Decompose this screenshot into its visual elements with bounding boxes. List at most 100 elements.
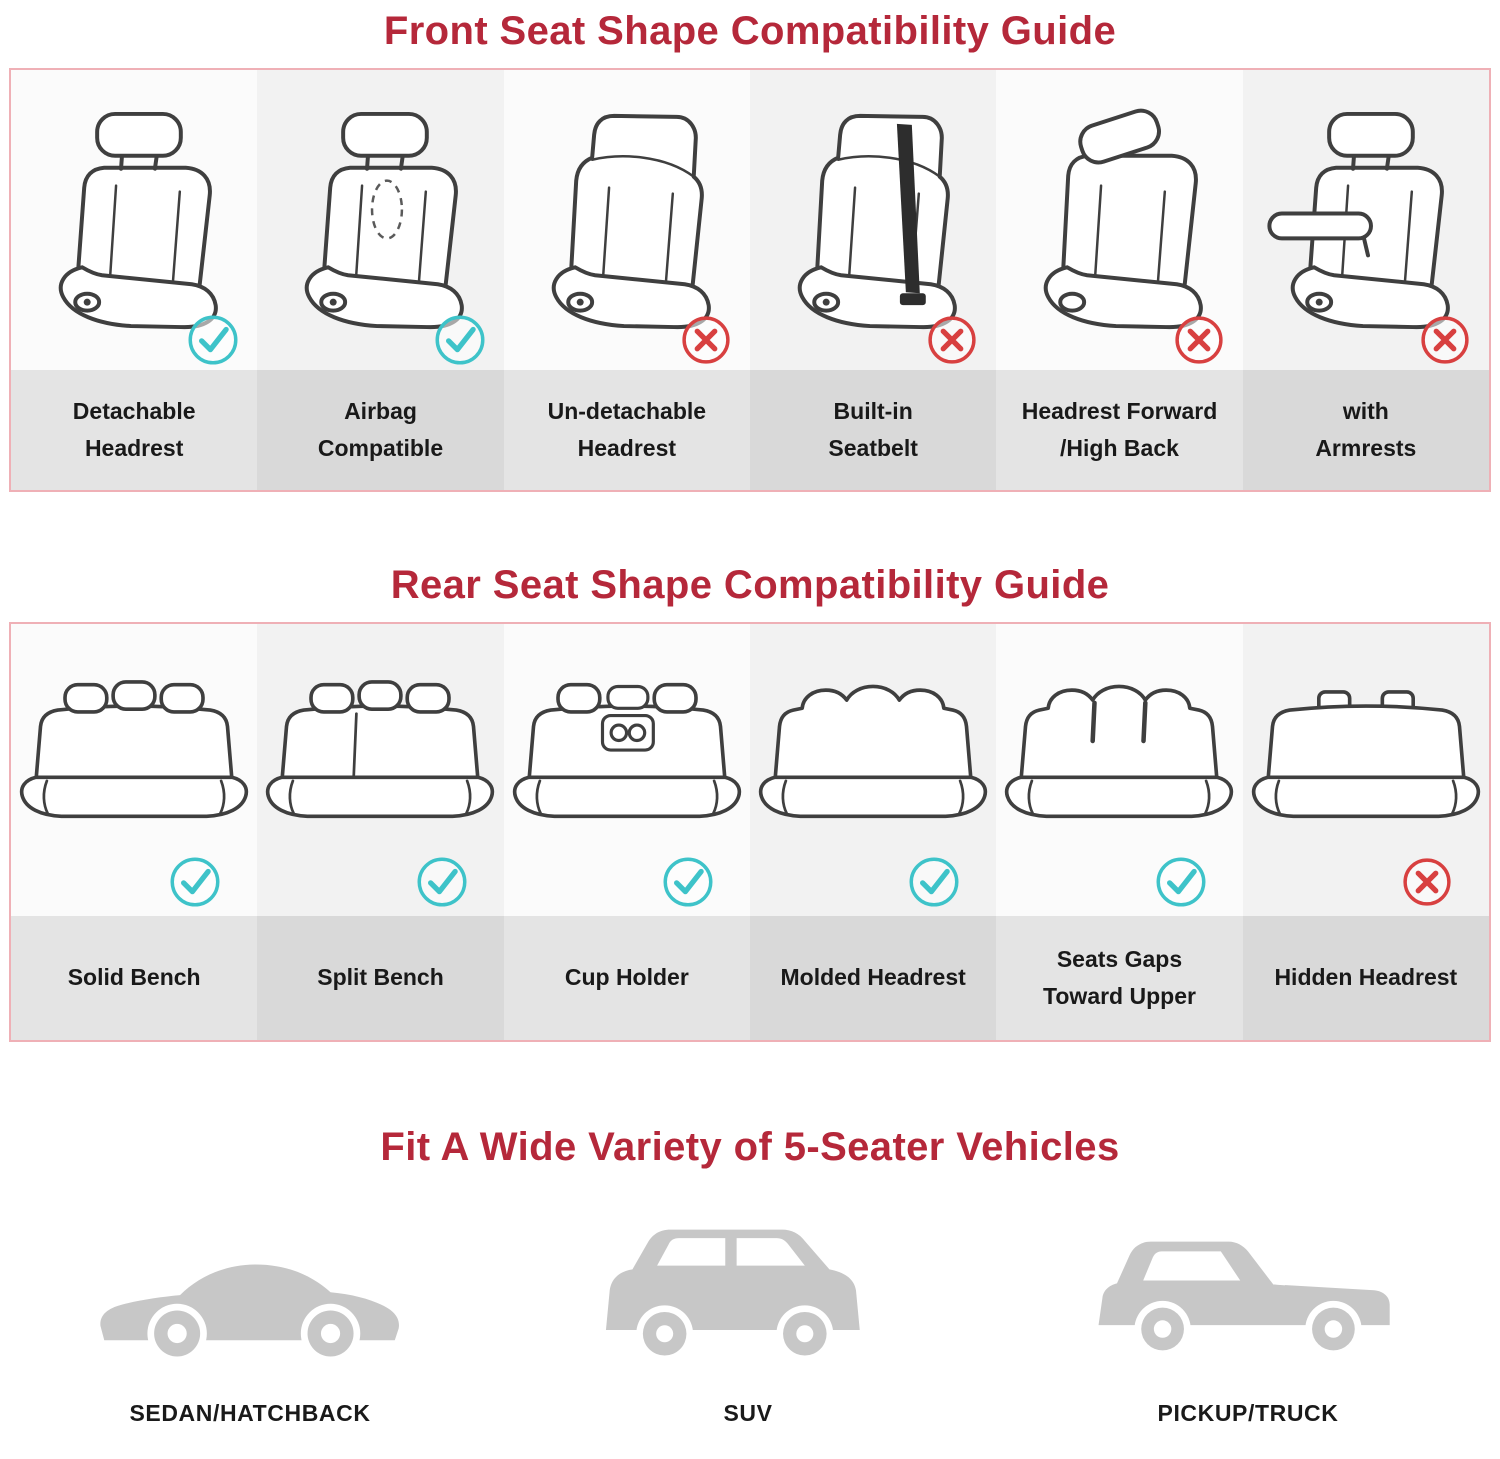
front-seat-image-cell	[1242, 70, 1489, 370]
check-icon	[432, 312, 488, 368]
sedan-silhouette-icon	[87, 1226, 413, 1370]
vehicles-title: Fit A Wide Variety of 5-Seater Vehicles	[380, 1125, 1120, 1169]
seat-airbag-compatible-icon	[274, 98, 486, 342]
bench-molded-headrest-icon	[755, 673, 991, 867]
label-line-1: Hidden Headrest	[1274, 964, 1458, 991]
status-icon	[432, 312, 488, 368]
check-icon	[167, 854, 223, 910]
vehicle-suv: SUV	[587, 1218, 909, 1427]
front-col-headrest-forward: Headrest Forward /High Back	[996, 70, 1243, 490]
status-icon	[678, 312, 734, 368]
status-icon	[924, 312, 980, 368]
cross-icon	[1399, 854, 1455, 910]
rear-col-split-bench: Split Bench	[257, 624, 504, 1040]
front-guide-panel: Detachable Headrest Airbag Compatible	[9, 68, 1491, 492]
rear-guide-panel: Solid Bench Split Bench	[9, 622, 1491, 1042]
status-icon	[167, 854, 223, 910]
label-line-1: Cup Holder	[564, 964, 689, 991]
rear-col-seat-gaps: Seats Gaps Toward Upper	[996, 624, 1243, 1040]
label-line-2: /High Back	[1060, 435, 1179, 461]
label-line-2: Compatible	[317, 435, 444, 461]
rear-guide-title: Rear Seat Shape Compatibility Guide	[390, 563, 1110, 607]
seat-type-label: Seats Gaps Toward Upper	[996, 916, 1243, 1040]
status-icon	[660, 854, 716, 910]
seat-with-armrests-icon	[1260, 98, 1472, 342]
front-col-detachable-headrest: Detachable Headrest	[11, 70, 258, 490]
rear-seat-image-cell	[257, 624, 504, 916]
label-line-2: Armrests	[1315, 435, 1417, 461]
check-icon	[185, 312, 241, 368]
seat-type-label: Built-in Seatbelt	[749, 370, 997, 490]
front-seat-image-cell	[996, 70, 1243, 370]
vehicle-row: SEDAN/HATCHBACK SUV PICKUP/TRUCK	[0, 1218, 1500, 1427]
cross-icon	[924, 312, 980, 368]
rear-col-hidden-headrest: Hidden Headrest	[1242, 624, 1489, 1040]
label-line-1: Seats Gaps	[1056, 945, 1183, 972]
bench-cup-holder-icon	[509, 673, 745, 867]
seat-type-label: Molded Headrest	[749, 916, 997, 1040]
status-icon	[1153, 854, 1209, 910]
status-icon	[185, 312, 241, 368]
rear-col-molded-headrest: Molded Headrest	[749, 624, 997, 1040]
label-line-1: Un-detachable	[547, 397, 707, 424]
seat-type-label: Hidden Headrest	[1242, 916, 1489, 1040]
vehicle-pickup: PICKUP/TRUCK	[1083, 1224, 1413, 1427]
label-line-1: with	[1342, 397, 1389, 424]
rear-col-cup-holder: Cup Holder	[503, 624, 750, 1040]
seat-type-label: Split Bench	[257, 916, 504, 1040]
vehicle-label: SUV	[723, 1400, 773, 1426]
seat-detachable-headrest-icon	[28, 98, 240, 342]
seat-type-label: Un-detachable Headrest	[503, 370, 750, 490]
rear-seat-image-cell	[1242, 624, 1489, 916]
front-seat-image-cell	[11, 70, 258, 370]
front-col-undetachable-headrest: Un-detachable Headrest	[503, 70, 750, 490]
label-line-1: Built-in	[833, 397, 913, 424]
front-col-builtin-seatbelt: Built-in Seatbelt	[749, 70, 997, 490]
cross-icon	[1417, 312, 1473, 368]
seat-headrest-forward-icon	[1013, 98, 1225, 342]
label-line-1: Airbag	[344, 397, 417, 424]
check-icon	[414, 854, 470, 910]
label-line-2: Seatbelt	[828, 435, 918, 461]
status-icon	[414, 854, 470, 910]
bench-seat-gaps-icon	[1001, 673, 1237, 867]
label-line-2: Headrest	[577, 435, 677, 461]
rear-seat-image-cell	[996, 624, 1243, 916]
vehicle-label: PICKUP/TRUCK	[1157, 1400, 1339, 1426]
status-icon	[1171, 312, 1227, 368]
label-line-1: Split Bench	[317, 964, 444, 991]
bench-split-icon	[262, 673, 498, 867]
seat-type-label: Headrest Forward /High Back	[996, 370, 1243, 490]
pickup-silhouette-icon	[1083, 1224, 1413, 1370]
seat-type-label: Detachable Headrest	[11, 370, 258, 490]
front-col-with-armrests: with Armrests	[1242, 70, 1489, 490]
front-col-airbag-compatible: Airbag Compatible	[257, 70, 504, 490]
vehicle-sedan: SEDAN/HATCHBACK	[87, 1226, 413, 1427]
seat-type-label: Cup Holder	[503, 916, 750, 1040]
rear-col-solid-bench: Solid Bench	[11, 624, 258, 1040]
status-icon	[1417, 312, 1473, 368]
front-guide-title: Front Seat Shape Compatibility Guide	[383, 9, 1117, 53]
label-line-1: Detachable	[72, 397, 196, 424]
seat-type-label: Airbag Compatible	[257, 370, 504, 490]
label-line-1: Molded Headrest	[780, 964, 966, 991]
label-line-2: Headrest	[84, 435, 184, 461]
seat-type-label: Solid Bench	[11, 916, 258, 1040]
front-seat-image-cell	[749, 70, 997, 370]
cross-icon	[678, 312, 734, 368]
label-line-1: Solid Bench	[67, 964, 201, 991]
rear-seat-image-cell	[11, 624, 258, 916]
cross-icon	[1171, 312, 1227, 368]
suv-silhouette-icon	[587, 1218, 909, 1370]
seat-builtin-seatbelt-icon	[767, 98, 979, 342]
status-icon	[1399, 854, 1455, 910]
bench-hidden-headrest-icon	[1248, 673, 1484, 867]
rear-seat-image-cell	[749, 624, 997, 916]
label-line-2: Toward Upper	[1043, 983, 1196, 1009]
check-icon	[906, 854, 962, 910]
front-seat-image-cell	[503, 70, 750, 370]
label-line-1: Headrest Forward	[1021, 397, 1218, 424]
check-icon	[1153, 854, 1209, 910]
vehicle-label: SEDAN/HATCHBACK	[129, 1400, 371, 1426]
seat-type-label: with Armrests	[1242, 370, 1489, 490]
